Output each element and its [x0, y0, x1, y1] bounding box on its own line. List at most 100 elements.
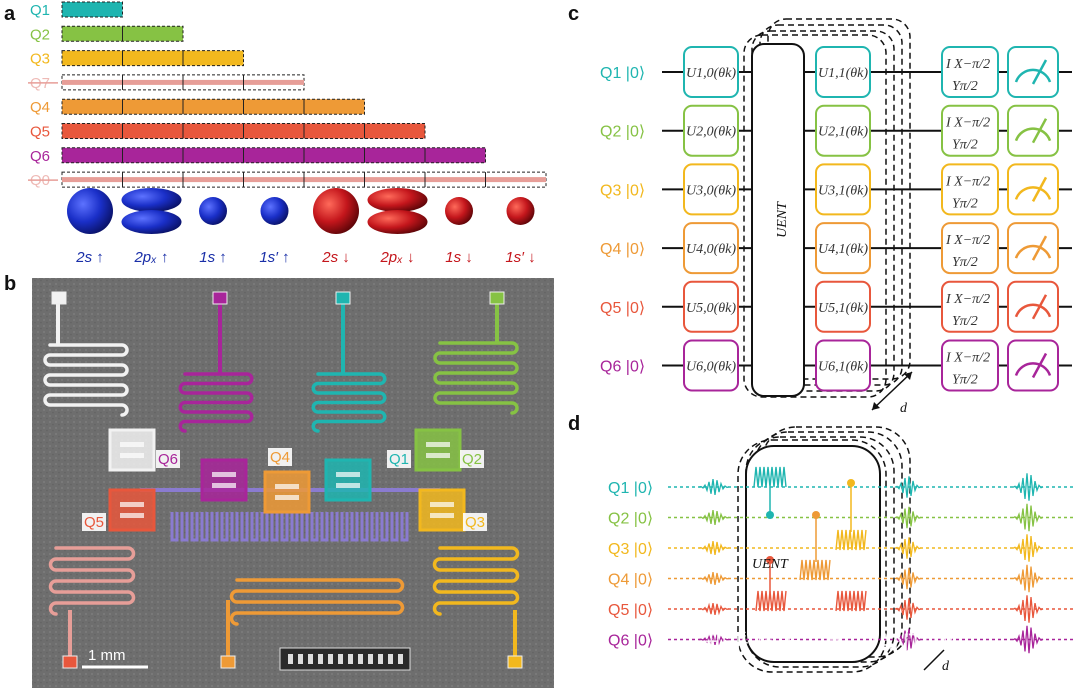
meter-1 — [1007, 46, 1059, 98]
meter-2 — [1007, 104, 1059, 157]
pulse-readout-5 — [1012, 595, 1044, 623]
panel-a-row-label-q2: Q2 — [30, 26, 50, 43]
chip-id-mark — [378, 654, 383, 664]
rotation-gate-label-2-0: U2,0(θk) — [686, 125, 736, 140]
panel-label-d: d — [568, 413, 580, 435]
panel-a-row-label-q1: Q1 — [30, 2, 50, 19]
pulse-prep-5 — [698, 602, 730, 616]
orbital-5-lobe-bottom — [367, 210, 428, 234]
pulse-uent-frame — [745, 445, 881, 663]
rotation-gate-3-0 — [683, 163, 739, 216]
pulse-prep-4 — [698, 572, 730, 585]
depth-frame-front — [743, 34, 887, 398]
coupler-comb — [260, 512, 269, 542]
circuit-qubit-label-6: Q6 |0⟩ — [600, 359, 645, 376]
chip-id-mark — [308, 654, 313, 664]
cz-dot-q5 — [766, 556, 774, 564]
rotation-gate-label-3-0: U3,0(θk) — [686, 183, 736, 198]
panel-d-pulses: Q1 |0⟩Q2 |0⟩Q3 |0⟩Q4 |0⟩Q5 |0⟩Q6 |0⟩UENT… — [608, 426, 1074, 674]
chip-id-mark — [338, 654, 343, 664]
circuit-qubit-label-1: Q1 |0⟩ — [600, 65, 645, 82]
meter-needle-icon — [1031, 118, 1048, 144]
coupler-comb — [270, 512, 279, 542]
cz-pulse-q3 — [835, 529, 867, 551]
resonator-q5 — [48, 546, 136, 616]
orbital-label-4: 2s ↓ — [321, 249, 350, 266]
meter-3 — [1007, 163, 1059, 216]
rotation-gate-label-3-1: U3,1(θk) — [818, 183, 868, 198]
coupler-comb — [200, 512, 209, 542]
chip-label-bg — [156, 450, 180, 468]
coupler-comb — [390, 512, 399, 542]
meter-needle-icon — [1031, 294, 1048, 320]
scale-bar-label: 1 mm — [88, 647, 126, 664]
coupler-comb — [250, 512, 259, 542]
panel-a-row-label-q5: Q5 — [30, 124, 50, 141]
chip-id-mark — [368, 654, 373, 664]
pulse-prep-3 — [698, 541, 730, 555]
meter-6 — [1007, 339, 1059, 392]
rotation-gate-5-0 — [683, 280, 739, 333]
rotation-gate-label-6-1: U6,1(θk) — [818, 360, 868, 375]
rotation-gate-2-0 — [683, 104, 739, 157]
qubit-box-q1-plate-top — [336, 472, 360, 477]
chip-label-bg — [268, 448, 292, 466]
chip-id-mark — [318, 654, 323, 664]
pad-q1 — [335, 291, 351, 305]
resonator-top-left — [43, 343, 129, 417]
rotation-gate-4-1 — [815, 222, 871, 275]
qubit-box-extra-plate-top — [120, 442, 144, 447]
coupler-comb — [220, 512, 229, 542]
watermark: 知乎 @光子盒QUANTUM — [705, 631, 957, 656]
rotation-gate-3-1 — [815, 163, 871, 216]
orbital-label-2: 1s ↑ — [199, 249, 227, 266]
cz-dot-q3 — [847, 479, 855, 487]
pulse-depth-arrow — [923, 649, 945, 671]
chip-label-bg — [460, 450, 484, 468]
basis-gate-top-1: I X−π/2 — [945, 57, 990, 72]
orbital-2-sphere — [199, 197, 227, 225]
coupler-comb — [300, 512, 309, 542]
resonator-q1 — [311, 372, 387, 433]
panel-a-bar-q1 — [61, 1, 123, 18]
pad-q5 — [62, 655, 78, 669]
rotation-gate-1-0 — [683, 46, 739, 98]
resonator-q4 — [229, 578, 405, 626]
basis-gate-top-3: I X−π/2 — [945, 174, 990, 189]
chip-id-mark — [288, 654, 293, 664]
qubit-box-q6-plate-bottom — [212, 483, 236, 488]
pulse-readout-4 — [1012, 564, 1044, 593]
rotation-gate-label-1-1: U1,1(θk) — [818, 66, 868, 81]
scale-bar: 1 mm — [82, 647, 148, 669]
coupler-comb — [340, 512, 349, 542]
pulse-basis-2 — [894, 506, 922, 529]
coupler-comb — [230, 512, 239, 542]
pad-q3 — [507, 655, 523, 669]
circuit-qubit-label-3: Q3 |0⟩ — [600, 182, 645, 199]
rotation-gate-2-1 — [815, 104, 871, 157]
meter-arc-icon — [1014, 68, 1052, 83]
panel-label-c: c — [568, 3, 579, 25]
rotation-gate-1-1 — [815, 46, 871, 98]
circuit-qubit-label-4: Q4 |0⟩ — [600, 241, 645, 258]
rotation-gate-label-5-1: U5,1(θk) — [818, 301, 868, 316]
panel-a-row-label-q6: Q6 — [30, 148, 50, 165]
orbital-5-lobe-top — [367, 188, 428, 212]
pad-q4 — [220, 655, 236, 669]
coupler-comb — [370, 512, 379, 542]
qubit-box-q2-plate-bottom — [426, 453, 450, 458]
rotation-gate-label-5-0: U5,0(θk) — [686, 301, 736, 316]
chip-label-bg — [82, 513, 106, 531]
qubit-box-q1-plate-bottom — [336, 483, 360, 488]
qubit-box-extra-plate-bottom — [120, 453, 144, 458]
chip-label-q2: Q2 — [462, 451, 482, 468]
qubit-box-q5-plate-bottom — [120, 513, 144, 518]
qubit-box-q5 — [108, 488, 156, 532]
uent-label: UENT — [775, 201, 790, 238]
basis-gate-6 — [941, 339, 999, 392]
panel-label-a: a — [4, 3, 16, 25]
orbital-7-sphere — [506, 197, 535, 225]
pulse-qubit-label-2: Q2 |0⟩ — [608, 511, 653, 528]
